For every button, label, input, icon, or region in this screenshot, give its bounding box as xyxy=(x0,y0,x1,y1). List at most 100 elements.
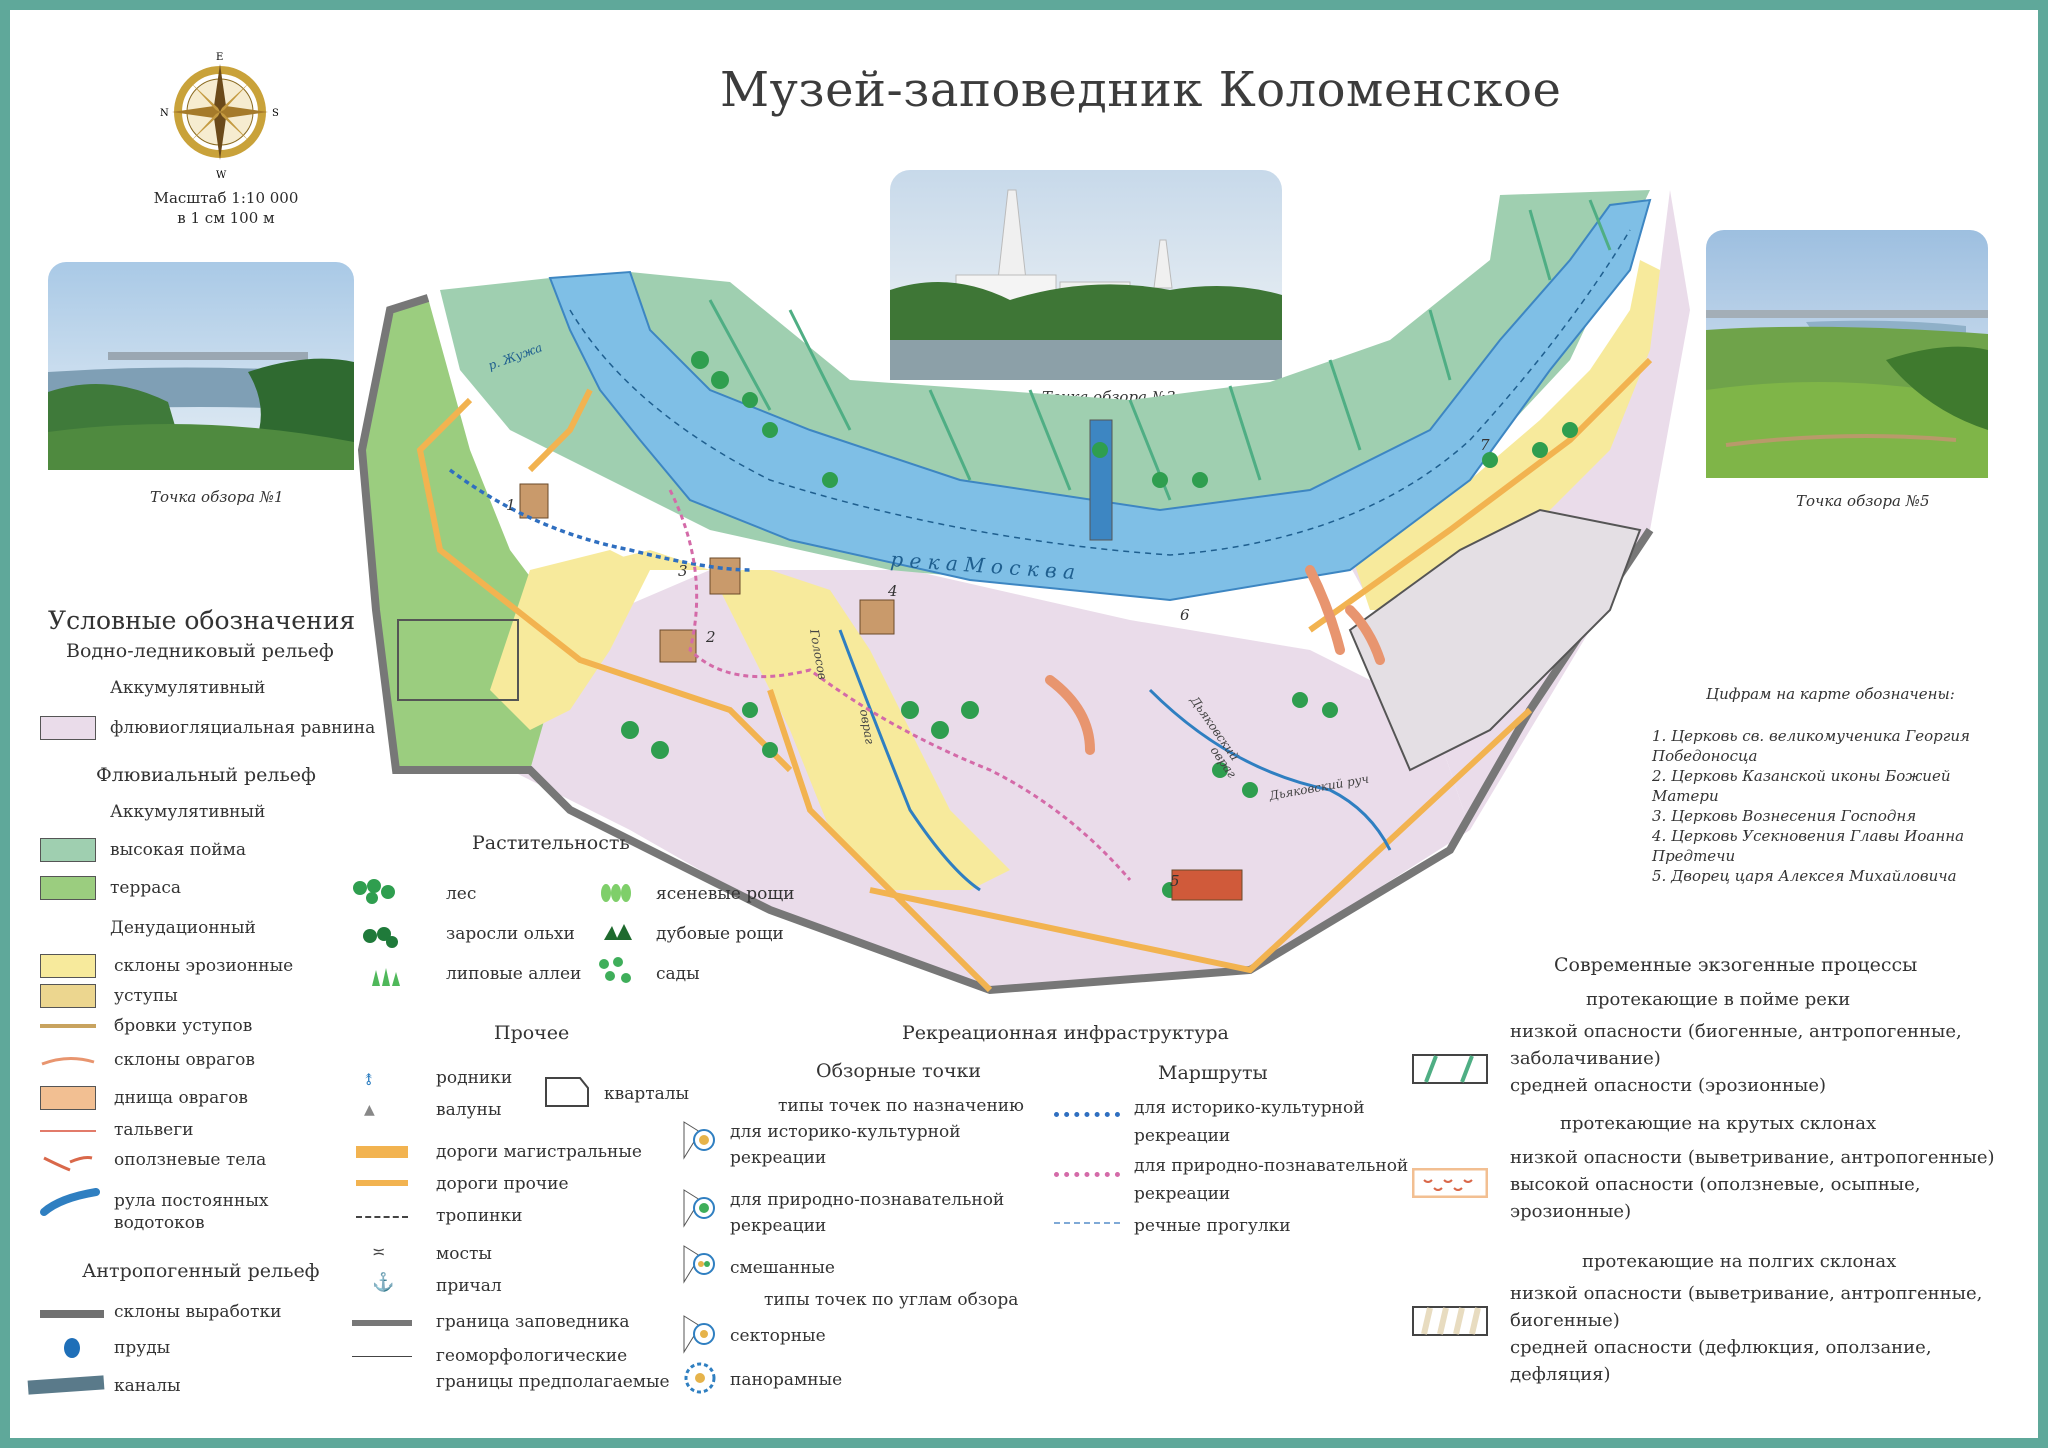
photo-caption-1: Точка обзора №1 xyxy=(150,488,284,506)
oak-grove-icon xyxy=(604,924,632,940)
other-reserve-boundary-label: граница заповедника xyxy=(436,1312,630,1332)
swatch-quarry-slopes xyxy=(40,1310,104,1318)
erosion-slopes-east xyxy=(1350,260,1660,610)
viewpoint-nature-label-2: рекреации xyxy=(730,1216,827,1236)
golosov-stream xyxy=(838,629,981,892)
steep-item-2: высокой опасности (оползневые, осыпные, xyxy=(1510,1174,1921,1195)
swatch-other-roads xyxy=(356,1180,408,1186)
compass-north-label: E xyxy=(216,52,223,63)
compass-rose-icon: E W N S xyxy=(160,52,279,180)
scale-ratio: Масштаб 1:10 000 xyxy=(153,189,299,207)
number-item-5: 5. Дворец царя Алексея Михайловича xyxy=(1652,867,1957,885)
legend-high-floodplain-label: высокая пойма xyxy=(110,840,246,860)
numbers-title: Цифрам на карте обозначены: xyxy=(1706,685,1955,703)
floodplain-item-2: средней опасности (эрозионные) xyxy=(1510,1075,1827,1096)
veg-forest-label: лес xyxy=(446,884,477,904)
swatch-ledge-edges xyxy=(40,1024,96,1028)
viewpoint-photo-3 xyxy=(890,170,1282,380)
route-historic-label-2: рекреации xyxy=(1134,1126,1231,1146)
forest-icon xyxy=(353,879,395,904)
map-point-6: 6 xyxy=(1180,606,1190,624)
ravine-label-ovrag-1: овраг xyxy=(857,708,877,745)
swatch-fluvioglacial xyxy=(40,716,96,740)
river-moskva xyxy=(548,198,1652,602)
angle-types-title: типы точек по углам обзора xyxy=(764,1290,1019,1310)
legend-fluvial-acc: Аккумулятивный xyxy=(110,802,266,822)
floodplain-item-1: низкой опасности (биогенные, антропогенн… xyxy=(1510,1021,1962,1042)
map-sheet: Музей-заповедник Коломенское E W N S Мас… xyxy=(10,10,2038,1438)
gentle-item-1b: биогенные) xyxy=(1510,1310,1620,1331)
panoramic-viewpoint-icon xyxy=(684,1362,716,1394)
swatch-erosion-slopes xyxy=(40,954,96,978)
other-title: Прочее xyxy=(494,1022,570,1044)
processes-steep-list: низкой опасности (выветривание, антропог… xyxy=(1510,1144,1995,1225)
legend-quarry-slopes-label: склоны выработки xyxy=(114,1302,282,1322)
legend-landslide-label: оползневые тела xyxy=(114,1150,267,1170)
viewpoints-title: Обзорные точки xyxy=(816,1060,982,1082)
legend-terrace-label: терраса xyxy=(110,878,182,898)
number-item-1b: Победоносца xyxy=(1652,747,1758,765)
route-nature-label-1: для природно-познавательной xyxy=(1134,1156,1409,1176)
swatch-thalwegs xyxy=(40,1130,96,1132)
veg-ash-label: ясеневые рощи xyxy=(656,884,795,904)
legend-title: Условные обозначения xyxy=(48,606,356,635)
main-road xyxy=(416,397,793,773)
other-geo-label-2: границы предполагаемые xyxy=(436,1372,670,1392)
other-pier-label: причал xyxy=(436,1276,502,1296)
other-road xyxy=(527,357,1653,993)
swatch-nature-route xyxy=(1054,1172,1120,1177)
processes-floodplain-heading: протекающие в пойме реки xyxy=(1586,989,1851,1010)
floodplain-item-1b: заболачивание) xyxy=(1510,1048,1661,1069)
veg-oak-label: дубовые рощи xyxy=(656,924,784,944)
compass-south-label: W xyxy=(216,170,227,180)
map-point-7: 7 xyxy=(1480,436,1490,454)
routes-title: Маршруты xyxy=(1158,1062,1268,1084)
legend-fluvial-heading: Флювиальный рельеф xyxy=(96,764,316,786)
garden-icon xyxy=(599,957,631,983)
viewpoint-photo-1 xyxy=(48,262,354,470)
map-point-1: 1 xyxy=(506,496,516,514)
historic-viewpoint-icon xyxy=(683,1121,715,1160)
swatch-ravine-slopes xyxy=(41,1057,95,1066)
swatch-reserve-boundary xyxy=(352,1320,412,1326)
swatch-riverbeds xyxy=(40,1188,100,1216)
map-point-5: 5 xyxy=(1170,872,1180,890)
number-item-4: 4. Церковь Усекновения Главы Иоанна xyxy=(1652,827,1965,845)
veg-garden-label: сады xyxy=(656,964,700,984)
other-quarters-label: кварталы xyxy=(604,1084,690,1104)
numbers-list: 1. Церковь св. великомученика Георгия По… xyxy=(1652,726,1970,886)
processes-steep-heading: протекающие на крутых склонах xyxy=(1560,1113,1877,1134)
viewpoint-nature-label-1: для природно-познавательной xyxy=(730,1190,1005,1210)
dyakov-stream xyxy=(1148,688,1392,851)
legend-ravine-bottoms-label: днища оврагов xyxy=(114,1088,249,1108)
map-point-3: 3 xyxy=(678,562,688,580)
other-paths-label: тропинки xyxy=(436,1206,523,1226)
other-boulders-label: валуны xyxy=(436,1100,502,1120)
legend-canals-label: каналы xyxy=(114,1376,181,1396)
gentle-item-2: средней опасности (дефлюкция, оползание, xyxy=(1510,1337,1932,1358)
swatch-ponds xyxy=(64,1338,80,1358)
viewpoint-panoramic-label: панорамные xyxy=(730,1370,843,1390)
scale-text: Масштаб 1:10 000 в 1 см 100 м xyxy=(146,188,306,228)
route-nature-label-2: рекреации xyxy=(1134,1184,1231,1204)
steep-item-2b: эрозионные) xyxy=(1510,1201,1632,1222)
legend-ledge-edges-label: бровки уступов xyxy=(114,1016,253,1036)
swatch-paths xyxy=(356,1216,408,1218)
processes-gentle-list: низкой опасности (выветривание, антропге… xyxy=(1510,1280,1982,1388)
nature-viewpoint-icon xyxy=(683,1189,715,1228)
other-geo-label: геоморфологические xyxy=(436,1346,628,1366)
processes-floodplain-list: низкой опасности (биогенные, антропогенн… xyxy=(1510,1018,1962,1099)
swatch-steep-processes xyxy=(1412,1168,1488,1198)
swatch-ledges xyxy=(40,984,96,1008)
compass-west-label: N xyxy=(160,108,169,119)
legend-thalwegs-label: тальвеги xyxy=(114,1120,194,1140)
quarters-icon xyxy=(545,1077,589,1107)
compass-east-label: S xyxy=(272,108,279,119)
map-point-2: 2 xyxy=(705,628,716,646)
legend-denud-heading: Денудационный xyxy=(110,918,256,938)
swatch-gentle-processes xyxy=(1412,1306,1488,1336)
viewpoint-historic-label-1: для историко-культурной xyxy=(730,1122,961,1142)
erosion-slopes xyxy=(570,550,1010,890)
number-item-2b: Матери xyxy=(1652,787,1719,805)
photo-caption-5: Точка обзора №5 xyxy=(1796,492,1930,510)
